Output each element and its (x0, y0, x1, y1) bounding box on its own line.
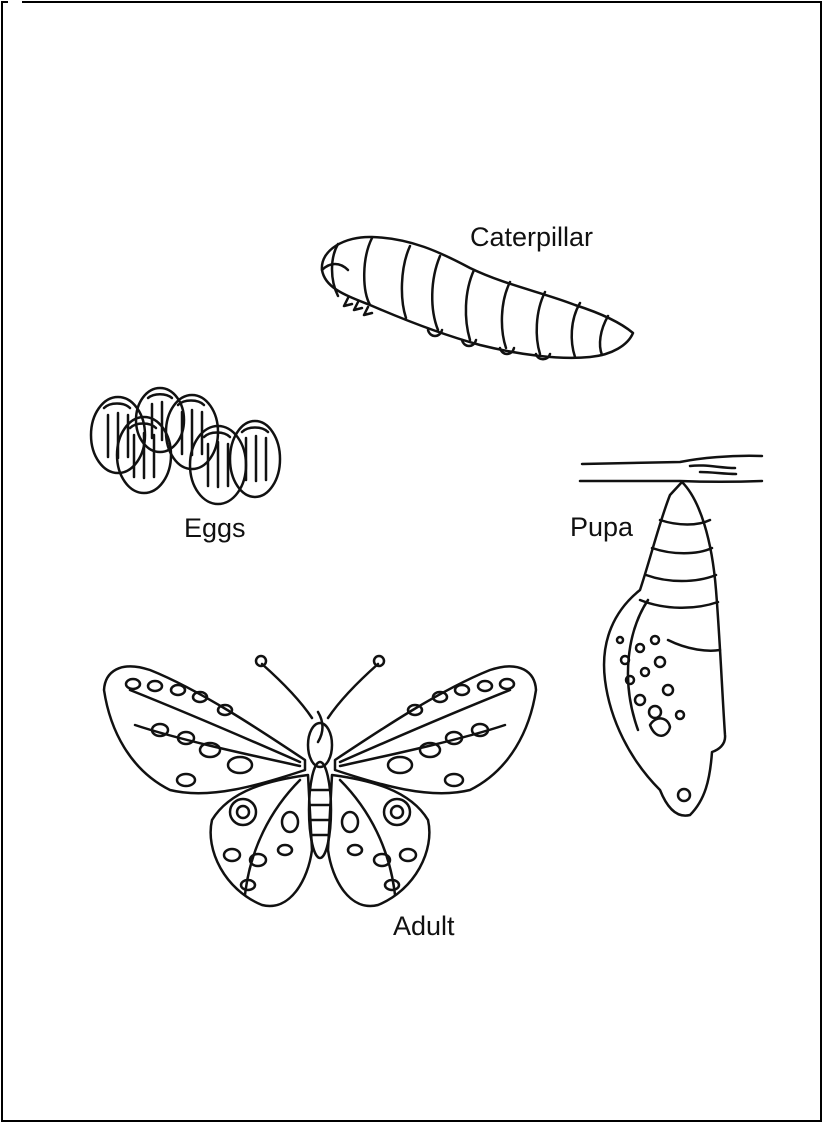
caterpillar-drawing (320, 235, 635, 361)
border-gap (8, 0, 22, 4)
eggs-drawing (89, 386, 282, 506)
egg (115, 415, 173, 495)
egg (188, 424, 248, 506)
caterpillar-label: Caterpillar (470, 222, 594, 252)
egg (164, 393, 220, 471)
pupa-drawing (602, 480, 727, 817)
adult-label: Adult (393, 911, 455, 941)
pupa-label: Pupa (570, 512, 634, 542)
branch-drawing (578, 454, 764, 483)
adult-butterfly-drawing (102, 654, 538, 908)
egg (134, 386, 186, 454)
eggs-label: Eggs (184, 513, 246, 543)
egg (228, 419, 282, 499)
